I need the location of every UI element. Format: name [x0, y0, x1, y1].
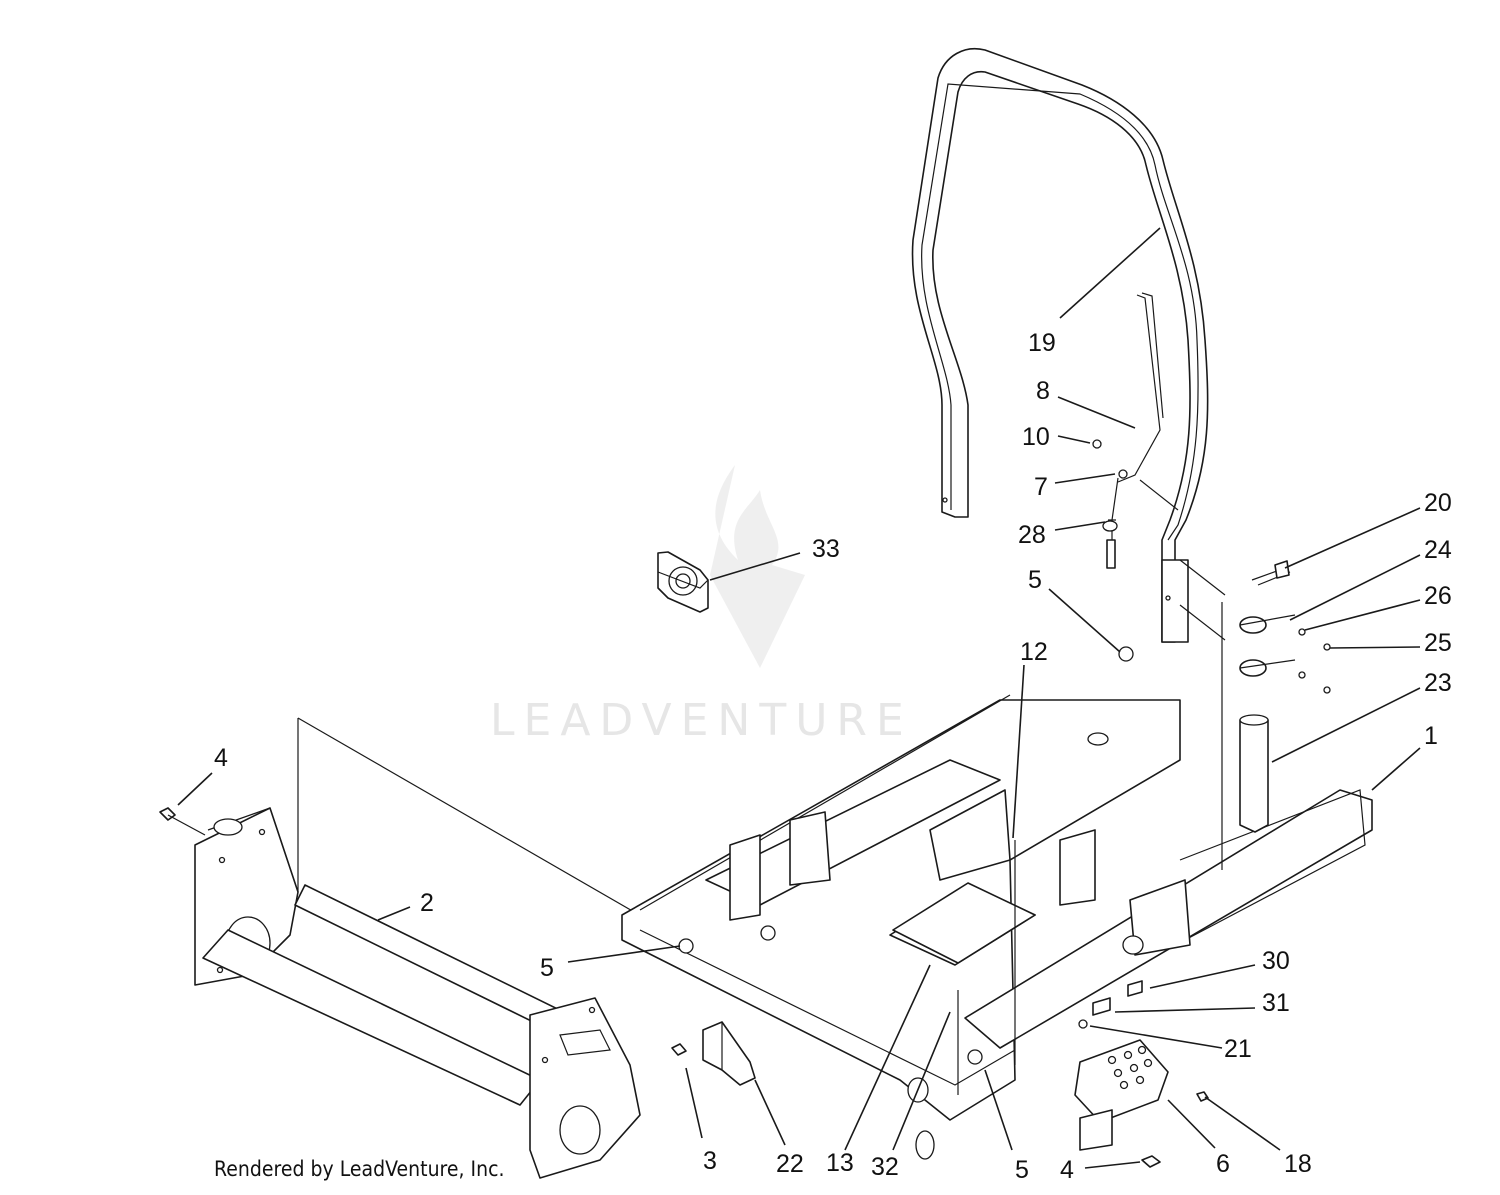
callout-3: 3 — [703, 1147, 717, 1175]
callout-5-top: 5 — [1028, 566, 1042, 594]
callout-25: 25 — [1424, 629, 1452, 657]
callout-18: 18 — [1284, 1150, 1312, 1178]
main-frame — [621, 646, 1373, 1160]
callout-labels: 19 8 10 7 28 5 12 33 20 24 26 25 23 1 4 … — [214, 329, 1452, 1184]
bracket-housing — [657, 551, 709, 613]
callout-10: 10 — [1022, 423, 1050, 451]
callout-4-bottom: 4 — [1060, 1156, 1074, 1184]
mount-bracket — [702, 1021, 756, 1086]
callout-26: 26 — [1424, 582, 1452, 610]
callout-5-left: 5 — [540, 954, 554, 982]
render-credit: Rendered by LeadVenture, Inc. — [214, 1157, 505, 1181]
callout-5-bottom: 5 — [1015, 1156, 1029, 1184]
callout-20: 20 — [1424, 489, 1452, 517]
front-axle-assembly — [194, 717, 649, 1179]
callout-32: 32 — [871, 1153, 899, 1181]
bolts — [159, 560, 1290, 1168]
callout-19: 19 — [1028, 329, 1056, 357]
callout-24: 24 — [1424, 536, 1452, 564]
roll-bar — [911, 48, 1209, 643]
deck-plate — [892, 882, 1036, 964]
pad-hardware — [1078, 980, 1143, 1029]
callout-4-left: 4 — [214, 744, 228, 772]
step-plate — [1074, 1039, 1169, 1151]
latch-rod — [1092, 292, 1179, 569]
callout-1: 1 — [1424, 722, 1438, 750]
callout-22: 22 — [776, 1150, 804, 1178]
callout-28: 28 — [1018, 521, 1046, 549]
callout-7: 7 — [1034, 473, 1048, 501]
callout-31: 31 — [1262, 989, 1290, 1017]
callout-23: 23 — [1424, 669, 1452, 697]
pivot-assembly — [1179, 559, 1331, 870]
callout-13: 13 — [826, 1149, 854, 1177]
callout-33: 33 — [812, 535, 840, 563]
callout-30: 30 — [1262, 947, 1290, 975]
watermark-text: LEADVENTURE — [490, 695, 913, 746]
callout-2: 2 — [420, 889, 434, 917]
callout-12: 12 — [1020, 638, 1048, 666]
callout-6: 6 — [1216, 1150, 1230, 1178]
callout-8: 8 — [1036, 377, 1050, 405]
leader-lines — [177, 227, 1421, 1169]
callout-21: 21 — [1224, 1035, 1252, 1063]
